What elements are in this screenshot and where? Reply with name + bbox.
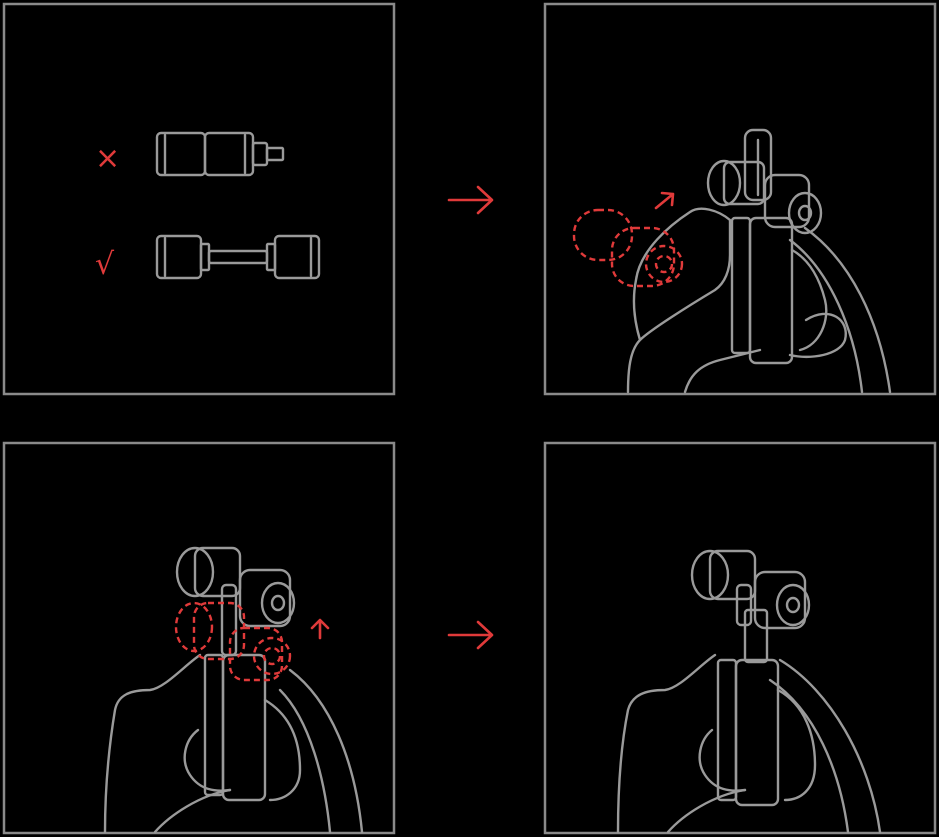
panel-3-frame: [2, 441, 396, 835]
panel-4-frame: [543, 441, 937, 835]
arrow-up-right: [654, 191, 675, 210]
panel-2-frame: [543, 2, 937, 396]
right-mark: √: [95, 247, 115, 282]
wrong-assembly: [155, 131, 285, 177]
panel-1-frame: [2, 2, 396, 396]
right-assembly: [155, 234, 321, 280]
wrong-mark: ×: [95, 141, 120, 176]
panel-4: [543, 441, 937, 835]
panel-3: [2, 441, 396, 835]
arrow-right-2: [447, 620, 494, 650]
arrow-up: [310, 618, 330, 640]
arrow-right-1: [447, 185, 494, 215]
panel-2: [543, 2, 937, 396]
ghost-roller-3: [174, 601, 292, 682]
ghost-roller-2: [572, 208, 684, 288]
panel-1: × √: [2, 2, 396, 396]
